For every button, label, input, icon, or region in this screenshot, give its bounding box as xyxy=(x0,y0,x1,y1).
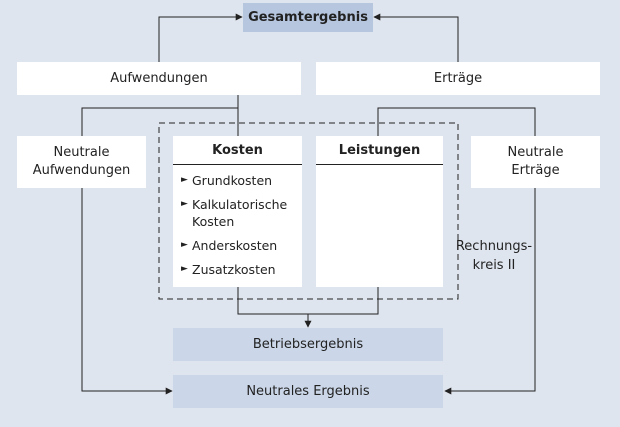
rechnungskreis-boundary xyxy=(158,122,459,300)
list-item: ► Grundkosten xyxy=(181,172,287,189)
kosten-title: Kosten xyxy=(173,136,302,165)
list-item-text-cont: Kosten xyxy=(192,214,235,229)
arrow-aufwendungen-to-gesamtergebnis xyxy=(158,13,243,62)
list-item-text: Zusatzkosten xyxy=(192,262,276,277)
triangle-right-icon: ► xyxy=(181,175,188,185)
aufwendungen-box: Aufwendungen xyxy=(17,62,301,95)
list-item-text: Grundkosten xyxy=(192,173,273,188)
triangle-right-icon: ► xyxy=(181,264,188,274)
list-item-text: Anderskosten xyxy=(192,238,278,253)
list-item: ► Anderskosten xyxy=(181,237,287,254)
betriebsergebnis-box: Betriebsergebnis xyxy=(173,328,443,361)
list-item: ► Zusatzkosten xyxy=(181,261,287,278)
arrow-neutrale-ertraege-to-neutrales-ergebnis xyxy=(444,188,536,395)
leistungen-title: Leistungen xyxy=(316,136,443,165)
neutrale-ertraege-line-1: Neutrale xyxy=(507,145,564,160)
triangle-right-icon: ► xyxy=(181,199,188,209)
rechnungskreis-label: Rechnungs- kreis II xyxy=(446,237,542,275)
line-ertraege-to-leistungen xyxy=(377,107,536,136)
neutrale-aufwendungen-line-1: Neutrale xyxy=(53,145,110,160)
rechnungskreis-line-2: kreis II xyxy=(472,258,516,273)
kosten-list: ► Grundkosten ► Kalkulatorische Kosten ►… xyxy=(181,172,287,285)
arrow-ertraege-to-gesamtergebnis xyxy=(373,13,459,62)
line-kosten-leistungen-merge xyxy=(237,287,379,315)
neutrales-ergebnis-box: Neutrales Ergebnis xyxy=(173,375,443,408)
arrow-neutrale-aufwendungen-to-neutrales-ergebnis xyxy=(81,188,173,395)
line-aufwendungen-to-neutrale-aufwendungen xyxy=(81,107,238,136)
list-item: ► Kalkulatorische Kosten xyxy=(181,196,287,230)
leistungen-panel: Leistungen xyxy=(316,136,443,287)
neutrale-aufwendungen-line-2: Aufwendungen xyxy=(32,163,131,178)
kosten-panel: Kosten ► Grundkosten ► Kalkulatorische K… xyxy=(173,136,302,287)
rechnungskreis-line-1: Rechnungs- xyxy=(455,239,533,254)
list-item-text: Kalkulatorische xyxy=(192,197,288,212)
triangle-right-icon: ► xyxy=(181,240,188,250)
neutrale-ertraege-line-2: Erträge xyxy=(511,163,560,178)
ertraege-box: Erträge xyxy=(316,62,600,95)
neutrale-aufwendungen-box: Neutrale Aufwendungen xyxy=(17,136,146,188)
gesamtergebnis-box: Gesamtergebnis xyxy=(243,3,373,32)
neutrale-ertraege-box: Neutrale Erträge xyxy=(471,136,600,188)
